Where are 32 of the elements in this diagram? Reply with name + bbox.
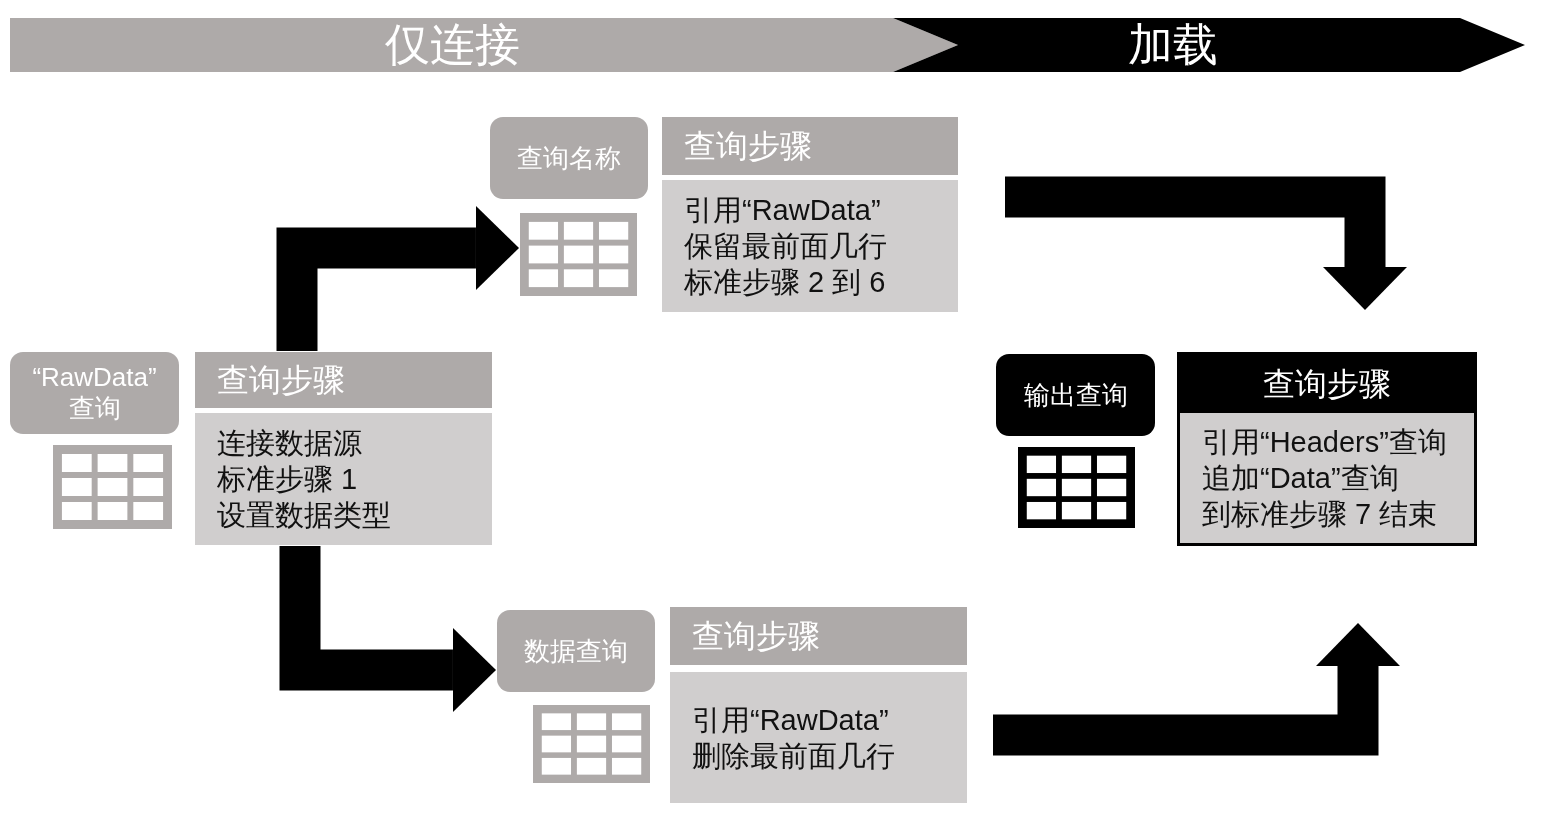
steps-panel — [195, 352, 492, 545]
query-card — [490, 117, 648, 199]
panel-heading: 查询步骤 — [684, 127, 812, 165]
query-name: 数据查询 — [524, 635, 628, 667]
steps-panel — [662, 117, 958, 312]
panel-heading: 查询步骤 — [692, 617, 820, 655]
query-card — [996, 354, 1155, 436]
step-text: 设置数据类型 — [217, 498, 391, 533]
query-name: “RawData” 查询 — [31, 362, 158, 424]
block-arrow — [993, 623, 1401, 756]
panel-heading: 查询步骤 — [217, 361, 345, 399]
step-text: 引用“RawData” — [692, 702, 889, 738]
step-text: 追加“Data”查询 — [1202, 461, 1399, 496]
panel-heading: 查询步骤 — [1263, 365, 1391, 403]
query-name: 输出查询 — [1023, 379, 1128, 411]
query-card — [10, 352, 179, 434]
query-name: 查询名称 — [517, 142, 621, 174]
step-text: 连接数据源 — [217, 426, 362, 461]
block-arrow — [1005, 176, 1407, 310]
step-text: 标准步骤 1 — [217, 462, 358, 497]
steps-panel — [1177, 352, 1477, 546]
step-text: 标准步骤 2 到 6 — [684, 265, 886, 300]
step-text: 引用“RawData” — [684, 193, 881, 228]
phase-title: 加载 — [1128, 20, 1218, 70]
block-arrow — [276, 206, 519, 351]
step-text: 保留最前面几行 — [684, 229, 887, 264]
query-card — [497, 610, 655, 692]
steps-panel — [670, 607, 967, 803]
step-text: 引用“Headers”查询 — [1202, 425, 1447, 460]
phase-title: 仅连接 — [384, 20, 520, 70]
step-text: 删除最前面几行 — [692, 738, 895, 774]
step-text: 到标准步骤 7 结束 — [1202, 497, 1438, 532]
